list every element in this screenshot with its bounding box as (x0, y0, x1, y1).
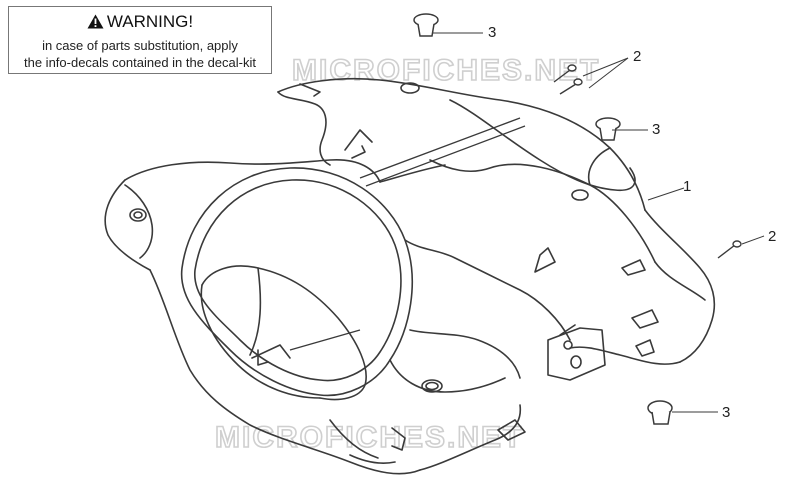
support-rod (289, 117, 526, 351)
screw-top-b (559, 78, 583, 95)
callout-2-top: 2 (633, 48, 642, 65)
warning-line-1: in case of parts substitution, apply (42, 38, 238, 53)
plug-bottom (647, 400, 673, 425)
callout-1: 1 (683, 178, 692, 195)
watermark-top: MICROFICHES.NET (292, 54, 600, 87)
warning-line-2: the info-decals contained in the decal-k… (24, 55, 256, 70)
warning-box: WARNING! in case of parts substitution, … (8, 6, 272, 74)
callout-3-bottom: 3 (722, 404, 731, 421)
screw-top-a (553, 64, 577, 83)
warning-heading: WARNING! (9, 12, 271, 34)
watermark-bottom: MICROFICHES.NET (215, 421, 523, 454)
plug-top (413, 13, 439, 37)
callout-3-top: 3 (488, 24, 497, 41)
callout-3-mid: 3 (652, 121, 661, 138)
warning-title: WARNING! (106, 12, 194, 31)
plug-mid (595, 117, 621, 141)
warning-triangle-icon (87, 14, 104, 34)
screw-right (717, 240, 742, 259)
headlight-cover-body (104, 77, 716, 475)
callout-2-right: 2 (768, 228, 777, 245)
leader-lines (432, 32, 765, 413)
